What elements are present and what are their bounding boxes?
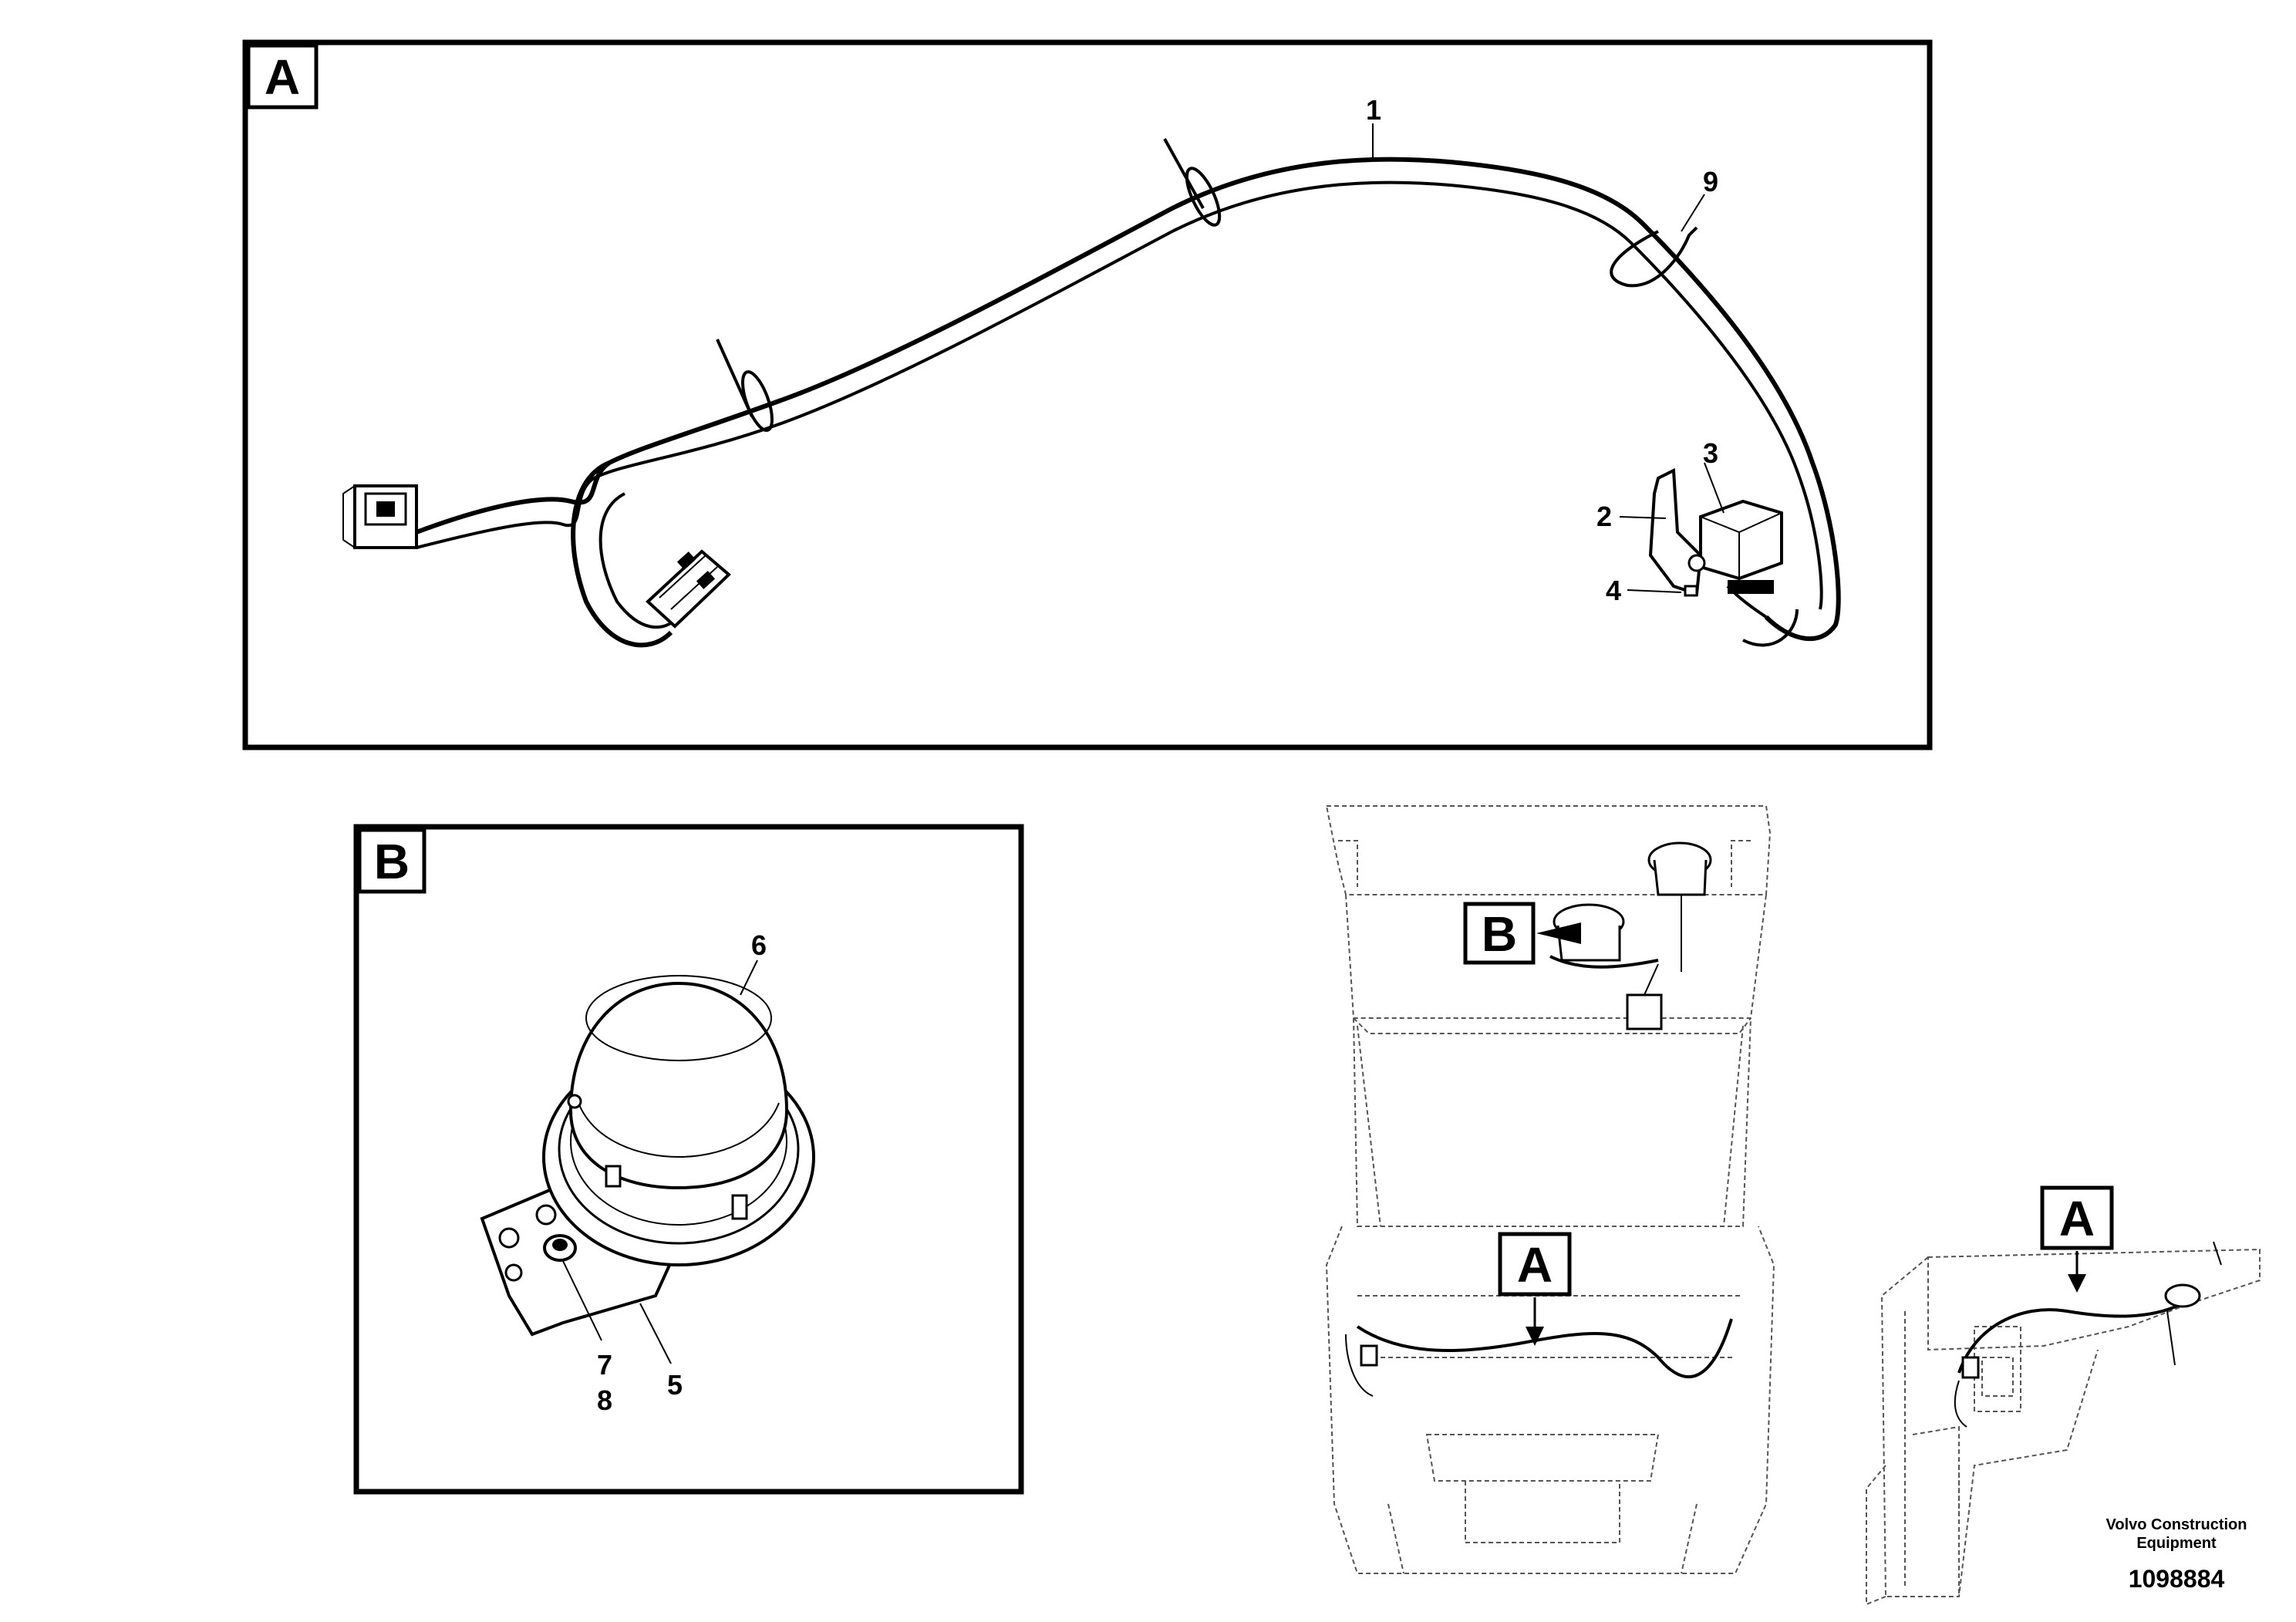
company-name-line2: Equipment bbox=[2136, 1535, 2217, 1552]
panel-a-frame bbox=[242, 39, 1933, 750]
callout-2: 2 bbox=[1596, 501, 1612, 532]
overview-tag-a-side: A bbox=[2059, 1191, 2095, 1246]
callout-4: 4 bbox=[1606, 575, 1621, 606]
harness-plug-left bbox=[342, 484, 418, 549]
overview-tag-b: B bbox=[1482, 906, 1517, 962]
overview-tag-a-front: A bbox=[1517, 1237, 1553, 1293]
cable-tie bbox=[716, 138, 1698, 432]
callout-7: 7 bbox=[597, 1349, 612, 1381]
callout-3: 3 bbox=[1703, 437, 1718, 469]
overview-cab-side: A bbox=[1866, 1185, 2261, 1606]
document-number: 1098884 bbox=[2129, 1565, 2225, 1593]
relay-assembly bbox=[1648, 467, 1783, 597]
overview-cab-front: B A bbox=[1325, 805, 1775, 1574]
callout-9: 9 bbox=[1703, 166, 1718, 197]
panel-b-tag: B bbox=[374, 834, 410, 889]
panel-a: A bbox=[242, 39, 1933, 750]
panel-a-tag-box bbox=[246, 43, 319, 110]
overview-tag-a-front-box bbox=[1498, 1232, 1572, 1297]
harness-connector-center bbox=[646, 549, 731, 629]
wiring-harness bbox=[415, 157, 1841, 648]
mounting-nut bbox=[543, 1234, 577, 1262]
beacon-lamp bbox=[542, 975, 815, 1266]
callout-5: 5 bbox=[667, 1369, 683, 1401]
panel-b-tag-box bbox=[357, 828, 426, 894]
footer: Volvo Construction Equipment 1098884 bbox=[2106, 1516, 2247, 1593]
panel-b-frame bbox=[353, 824, 1024, 1495]
company-name-line1: Volvo Construction bbox=[2106, 1516, 2247, 1533]
overview-tag-b-box bbox=[1463, 902, 1536, 965]
panel-b: B 6 bbox=[353, 824, 1024, 1495]
callout-1: 1 bbox=[1366, 94, 1381, 126]
overview-tag-a-side-box bbox=[2040, 1185, 2114, 1250]
callout-6: 6 bbox=[751, 929, 767, 961]
leader-lines-a bbox=[1372, 123, 1725, 593]
leader-lines-b bbox=[562, 959, 758, 1364]
callout-8: 8 bbox=[597, 1384, 612, 1416]
panel-a-tag: A bbox=[265, 49, 300, 105]
